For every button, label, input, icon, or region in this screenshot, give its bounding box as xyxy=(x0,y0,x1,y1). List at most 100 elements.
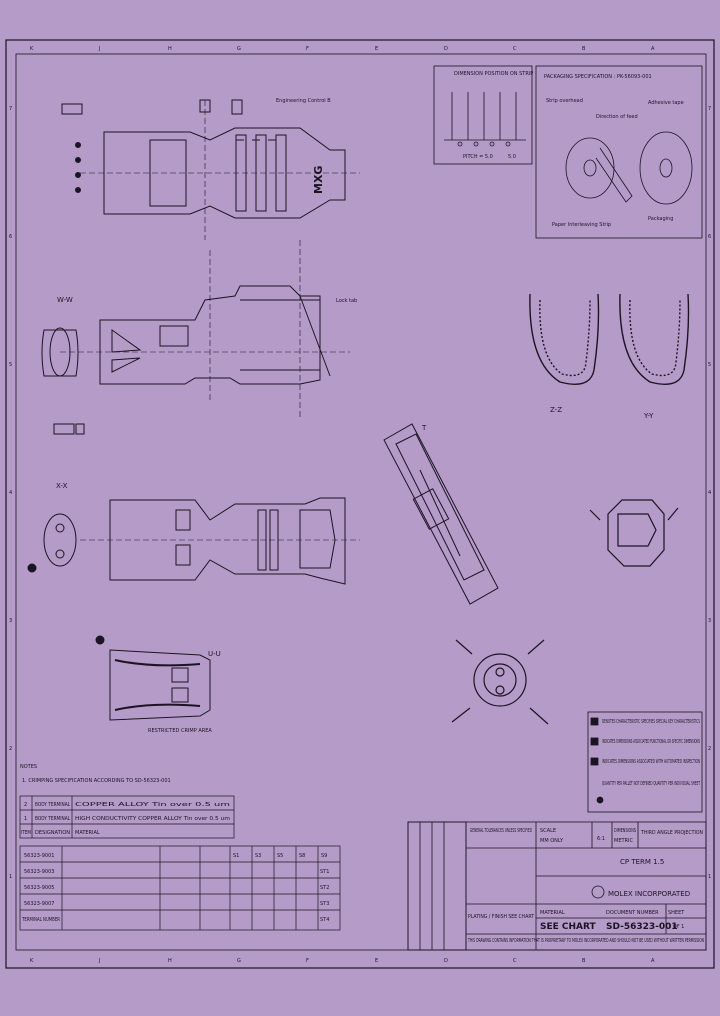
sheet-label: SHEET xyxy=(668,910,685,916)
revision-column xyxy=(407,821,467,951)
zone-col-bottom-E: E xyxy=(375,958,378,964)
doc-number: SD-56323-001 xyxy=(606,922,678,932)
material-header-no: ITEM xyxy=(21,830,31,836)
zone-col-top-H: H xyxy=(168,46,172,52)
zone-col-bottom-K: K xyxy=(30,958,34,964)
side-marking-text: MXG xyxy=(312,166,325,194)
parts-st-1: ST1 xyxy=(320,869,329,875)
zone-col-top-F: F xyxy=(306,46,309,52)
isometric-rear-view xyxy=(451,639,549,725)
parts-col-1: S1 xyxy=(233,853,239,859)
zone-col-bottom-B: B xyxy=(582,958,586,964)
material-table xyxy=(19,795,235,839)
parts-st-4: ST4 xyxy=(320,917,329,923)
zone-row-right-3: 3 xyxy=(708,618,711,624)
scale-value: 6:1 xyxy=(597,836,605,842)
drawing-title: CP TERM 1.5 xyxy=(620,858,664,866)
zone-col-bottom-G: G xyxy=(237,958,241,964)
zone-row-right-4: 4 xyxy=(708,490,711,496)
zone-row-right-6: 6 xyxy=(708,234,711,240)
legend-item-4: QUANTITY PER PALLET NOT DEFINED QUANTITY… xyxy=(602,781,701,787)
units-value: METRIC xyxy=(614,838,633,844)
material-row-1-no: 2 xyxy=(24,802,27,808)
zone-col-top-K: K xyxy=(30,46,34,52)
company-name: MOLEX INCORPORATED xyxy=(608,890,690,898)
zone-row-right-2: 2 xyxy=(708,746,711,752)
row-markers-right: 7 6 5 4 3 2 1 xyxy=(708,106,711,880)
legend-item-3: INDICATES DIMENSIONS ASSOCIATED WITH AUT… xyxy=(602,759,700,765)
material-row-1-item: BODY TERMINAL xyxy=(35,802,70,808)
zone-row-left-5: 5 xyxy=(9,362,12,368)
zone-col-top-E: E xyxy=(375,46,378,52)
zone-col-top-A: A xyxy=(651,46,655,52)
zone-col-top-J: J xyxy=(98,46,100,52)
strip-inset-title: DIMENSION POSITION ON STRIP xyxy=(454,71,533,77)
parts-col-4: S8 xyxy=(299,853,305,859)
parts-st-2: ST2 xyxy=(320,885,329,891)
section-uu-view xyxy=(95,635,211,721)
see-chart: SEE CHART xyxy=(540,922,597,932)
units-label: DIMENSIONS xyxy=(614,828,636,834)
disclaimer: THIS DRAWING CONTAINS INFORMATION THAT I… xyxy=(467,938,704,944)
legend-item-2: INDICATES DIMENSIONS ASSOCIATED FUNCTION… xyxy=(602,739,700,745)
projection-label: THIRD ANGLE PROJECTION xyxy=(640,830,703,836)
zone-row-right-7: 7 xyxy=(708,106,711,112)
doc-type: MM ONLY xyxy=(540,838,564,844)
inner-border xyxy=(15,53,707,951)
packaging-label-feed: Direction of feed xyxy=(596,114,638,120)
zone-col-bottom-C: C xyxy=(513,958,517,964)
zone-col-bottom-H: H xyxy=(168,958,172,964)
packaging-label-packaging: Packaging xyxy=(648,216,673,222)
parts-row-2: 56323-9003 xyxy=(24,869,54,875)
zone-col-top-B: B xyxy=(582,46,586,52)
legend-box xyxy=(587,711,703,813)
zone-row-left-4: 4 xyxy=(9,490,12,496)
notes-line-1: 1. CRIMPING SPECIFICATION ACCORDING TO S… xyxy=(22,778,171,784)
zone-col-bottom-A: A xyxy=(651,958,655,964)
material-row-1-material: COPPER ALLOY Tin over 0.5 um xyxy=(75,802,230,808)
material-row-2-material: HIGH CONDUCTIVITY COPPER ALLOY Tin over … xyxy=(75,816,230,822)
isometric-view-t xyxy=(383,423,499,605)
material-header-material: MATERIAL xyxy=(75,830,100,836)
isometric-front-view xyxy=(589,499,679,567)
legend-item-1: DENOTES CHARACTERISTIC SPECIFIES SPECIAL… xyxy=(602,719,700,725)
plating-finish: PLATING / FINISH SEE CHART xyxy=(468,914,535,920)
zone-row-left-3: 3 xyxy=(9,618,12,624)
parts-col-2: S3 xyxy=(255,853,261,859)
zone-row-right-1: 1 xyxy=(708,874,711,880)
parts-col-5: S9 xyxy=(321,853,327,859)
view-t-label: T xyxy=(421,424,427,432)
engineering-control-label: Engineering Control B xyxy=(276,98,331,104)
material-row-2-item: BODY TERMINAL xyxy=(35,816,70,822)
restricted-crimp-note: RESTRICTED CRIMP AREA xyxy=(148,728,212,734)
zone-row-left-1: 1 xyxy=(9,874,12,880)
zone-col-bottom-D: D xyxy=(444,958,448,964)
sheet-value: 1 OF 1 xyxy=(668,924,684,930)
parts-st-3: ST3 xyxy=(320,901,329,907)
zone-col-top-D: D xyxy=(444,46,448,52)
strip-pitch-dim-2: 5.0 xyxy=(508,154,516,160)
section-zz-yy-views xyxy=(529,293,690,385)
zone-col-bottom-F: F xyxy=(306,958,309,964)
material-row-2-no: 1 xyxy=(24,816,27,822)
zone-row-left-6: 6 xyxy=(9,234,12,240)
zone-row-left-7: 7 xyxy=(9,106,12,112)
strip-inset xyxy=(433,65,533,165)
parts-table xyxy=(19,845,341,931)
section-xx-label: X-X xyxy=(56,482,68,490)
packaging-label-tape: Adhesive tape xyxy=(648,100,684,106)
zone-row-right-5: 5 xyxy=(708,362,711,368)
terminal-bottom-view xyxy=(27,497,360,585)
parts-row-4: 56323-9007 xyxy=(24,901,54,907)
section-ww-label: W-W xyxy=(57,296,73,304)
packaging-label-strip: Strip overhead xyxy=(546,98,583,104)
zone-col-top-G: G xyxy=(237,46,241,52)
packaging-label-paper: Paper Interleaving Strip xyxy=(552,222,611,228)
strip-pitch-dim: PITCH = 5.0 xyxy=(463,154,493,160)
material-label: MATERIAL xyxy=(540,910,565,916)
